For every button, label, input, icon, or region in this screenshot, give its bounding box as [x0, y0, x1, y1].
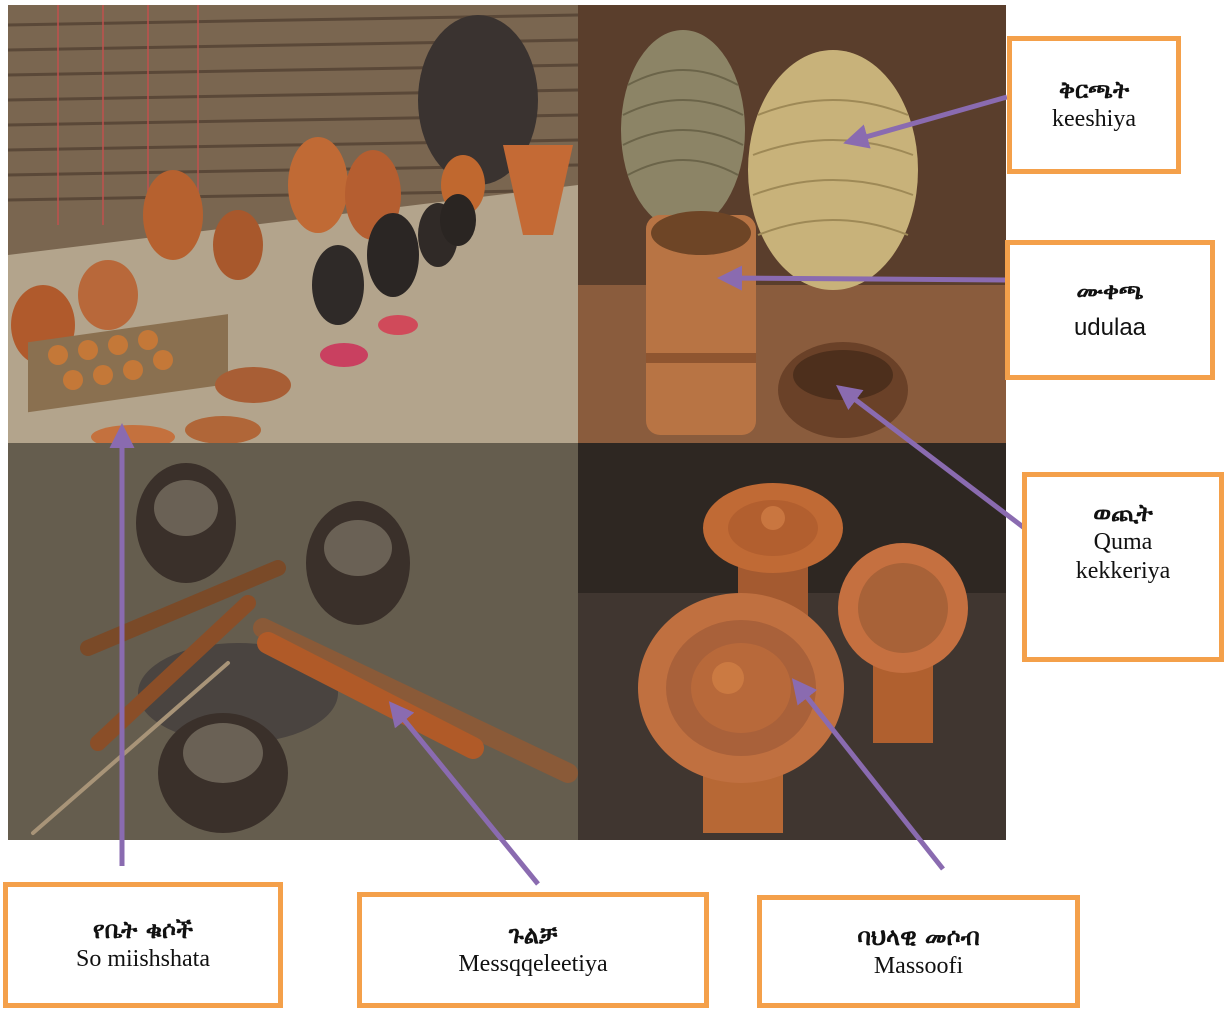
- label-messqqeleetiya-latin: Messqqeleetiya: [458, 951, 608, 977]
- label-quma-latin-line2: kekkeriya: [1075, 557, 1171, 584]
- photo-stove-firewood: [8, 443, 578, 840]
- photo-clay-trays: [578, 443, 1006, 840]
- label-messqqeleetiya-amharic: ጉልቻ: [508, 921, 558, 950]
- label-so-miishshata-latin: So miishshata: [75, 946, 210, 972]
- label-so-miishshata-amharic: የቤት ቁሶች: [92, 916, 194, 945]
- photo-baskets-mortar: [578, 5, 1006, 443]
- label-udulaa-latin: udulaa: [1073, 314, 1147, 341]
- label-udulaa-amharic: ሙቀጫ: [1076, 277, 1144, 306]
- label-massoofi-amharic: ባህላዊ መሶብ: [857, 922, 980, 951]
- label-massoofi-latin: Massoofi: [873, 952, 964, 979]
- label-massoofi: ባህላዊ መሶብ Massoofi: [757, 895, 1080, 1008]
- label-messqqeleetiya: ጉልቻ Messqqeleetiya: [357, 892, 709, 1008]
- label-udulaa: ሙቀጫ udulaa: [1005, 240, 1215, 380]
- photo-pottery-collection: [8, 5, 578, 443]
- label-so-miishshata: የቤት ቁሶች So miishshata: [3, 882, 283, 1008]
- label-quma-amharic: ወጪት: [1093, 499, 1153, 527]
- label-keeshiya: ቅርጫት keeshiya: [1007, 36, 1181, 174]
- label-quma: ወጪት Quma kekkeriya: [1022, 472, 1224, 662]
- label-quma-latin-line1: Quma: [1093, 528, 1153, 555]
- label-keeshiya-amharic: ቅርጫት: [1058, 76, 1130, 105]
- label-keeshiya-latin: keeshiya: [1052, 106, 1136, 132]
